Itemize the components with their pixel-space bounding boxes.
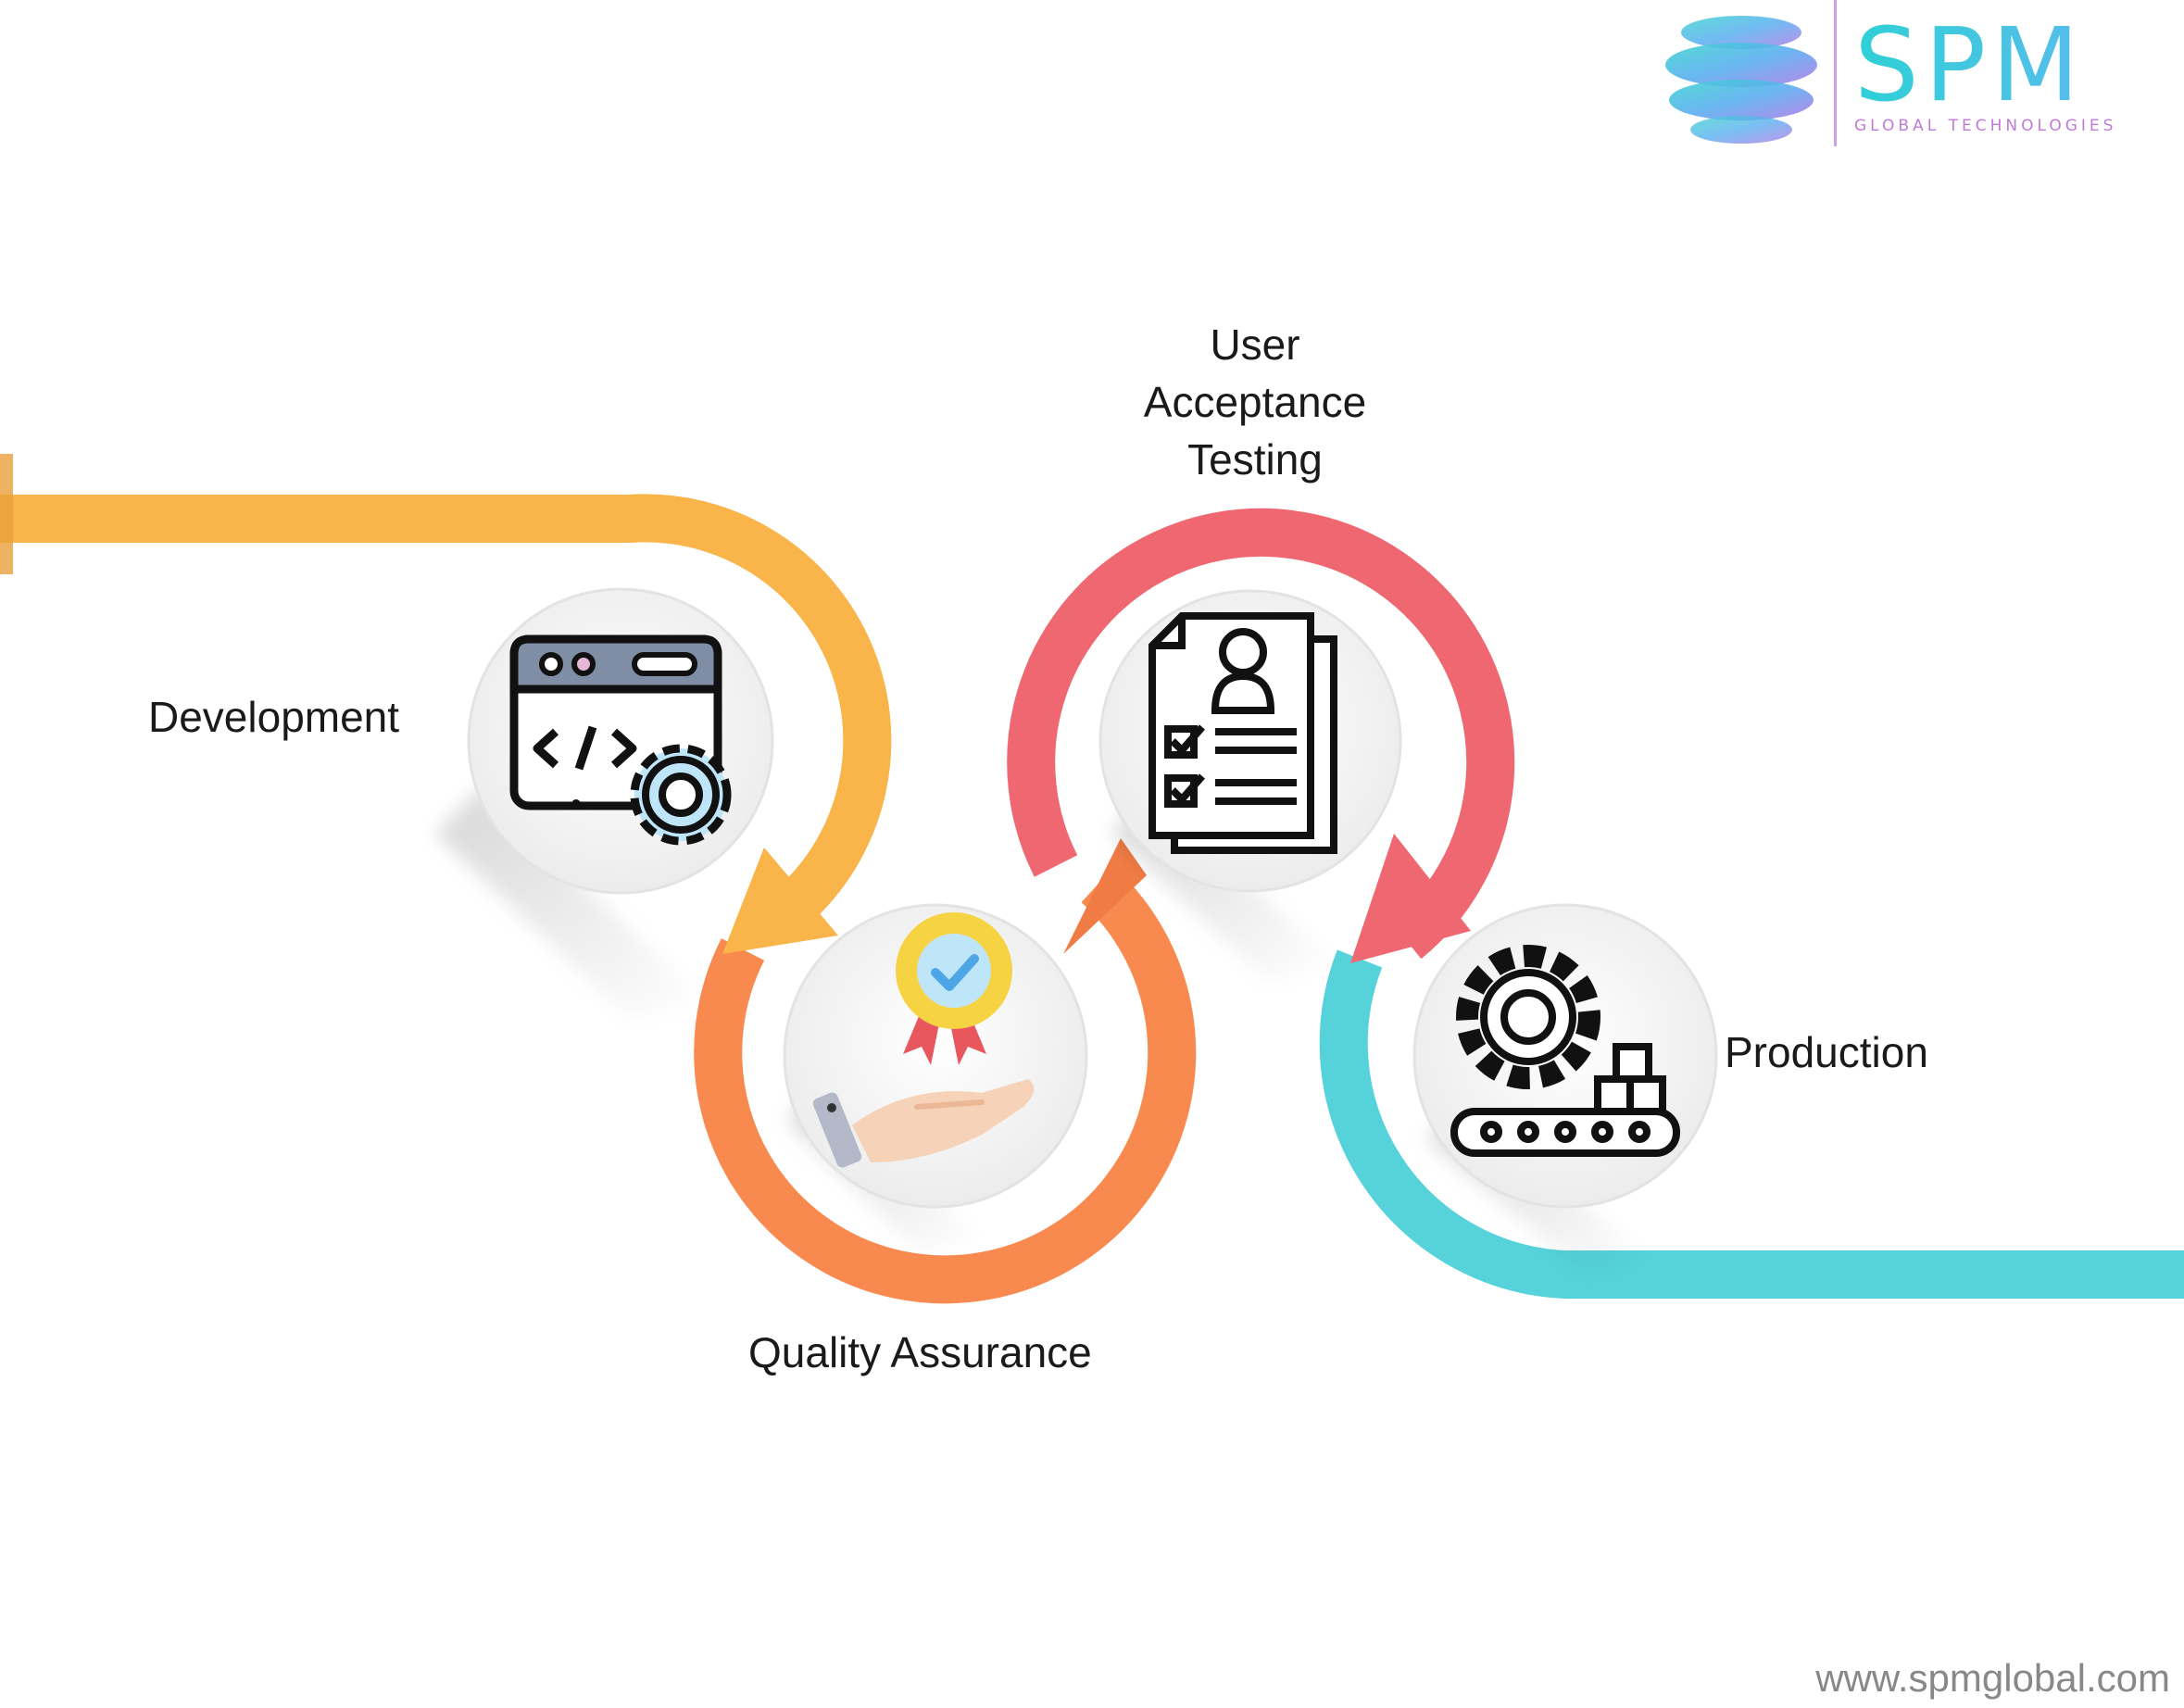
- hand-award-badge-icon: [812, 912, 1035, 1168]
- resume-document-checklist-icon: [1148, 612, 1337, 854]
- stage-disc-production: [1412, 903, 1718, 1274]
- arrowhead-red: [1350, 834, 1471, 963]
- development-track: [0, 494, 892, 921]
- stage-label-quality-assurance: Quality Assurance: [748, 1324, 1092, 1381]
- flow-arrowheads: [0, 454, 1471, 963]
- stage-label-development: Development: [148, 688, 399, 746]
- stage-label-line: Production: [1725, 1028, 1928, 1076]
- arrowhead-orange: [1063, 838, 1147, 954]
- user-acceptance-track: [1007, 508, 1515, 960]
- stage-label-user-acceptance-testing: User Acceptance Testing: [1111, 316, 1399, 488]
- flow-path: [0, 494, 2184, 1304]
- stage-label-production: Production: [1725, 1024, 1928, 1081]
- footer-website-url[interactable]: www.spmglobal.com: [1815, 1656, 2170, 1700]
- brand-subtitle: GLOBAL TECHNOLOGIES: [1854, 117, 2117, 135]
- stage-label-line: Development: [148, 693, 400, 741]
- brand-wordmark: SPM GLOBAL TECHNOLOGIES: [1854, 14, 2132, 135]
- code-window-gear-icon: [509, 634, 732, 846]
- stage-label-line: Quality Assurance: [748, 1328, 1092, 1376]
- arrowhead-yellow: [722, 848, 838, 954]
- stage-label-line: User: [1210, 320, 1300, 369]
- stage-label-line: Acceptance: [1143, 378, 1367, 426]
- brand-logo-mark: [1665, 0, 1837, 146]
- stage-disc-quality-assurance: [783, 903, 1088, 1250]
- conveyor-gear-boxes-icon: [1450, 945, 1680, 1157]
- stage-disc-development: [435, 587, 774, 1019]
- stage-disc-user-acceptance-testing: [1098, 589, 1402, 982]
- stage-label-line: Testing: [1187, 435, 1323, 484]
- quality-assurance-track: [694, 866, 1197, 1304]
- brand-name: SPM: [1854, 14, 2132, 116]
- production-track: [1319, 949, 2184, 1299]
